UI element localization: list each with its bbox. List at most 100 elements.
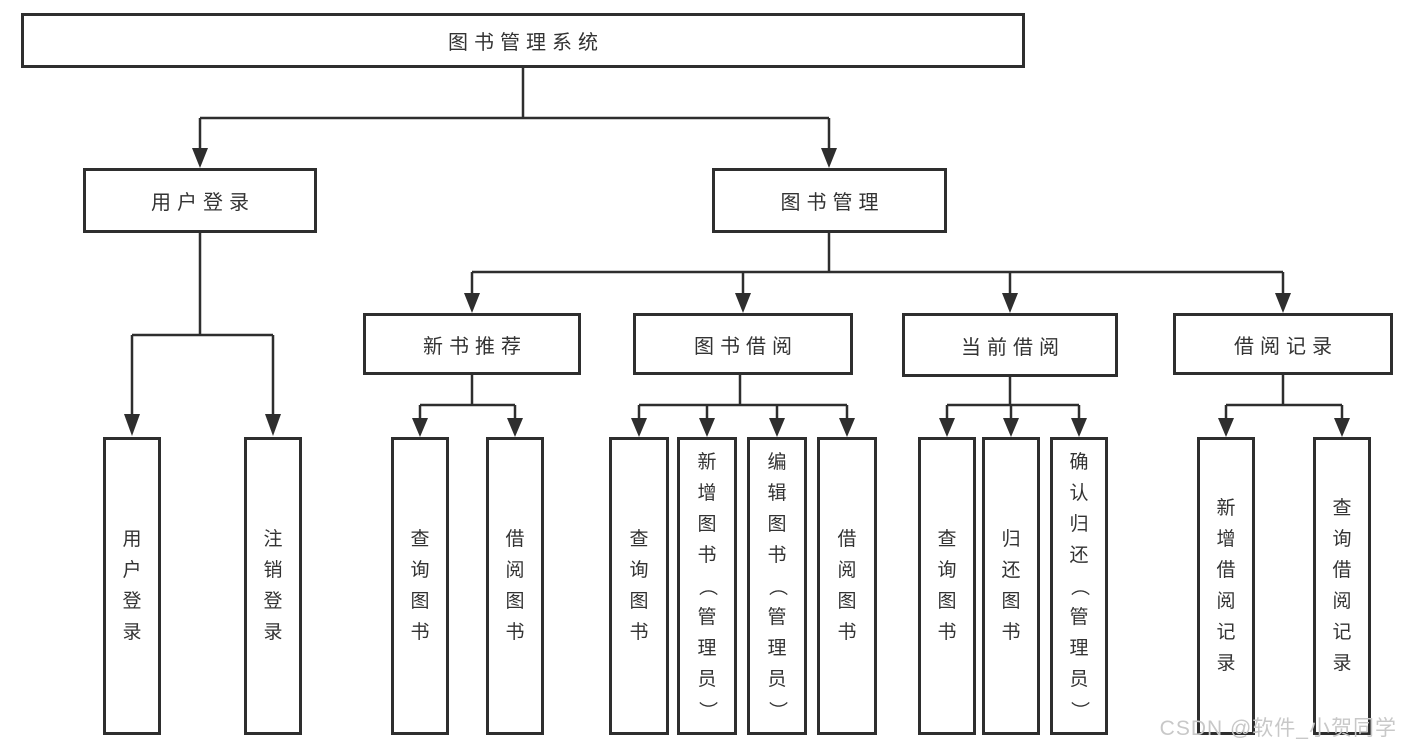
leaf-records-query-record: 查询借阅记录	[1313, 437, 1371, 735]
arrowhead-icon	[507, 418, 523, 437]
arrowhead-icon	[1275, 293, 1291, 313]
arrowhead-icon	[412, 418, 428, 437]
vertical-char: 阅	[1216, 591, 1236, 612]
vertical-char: 录	[122, 622, 142, 643]
vertical-char: 归	[1001, 529, 1021, 550]
arrowhead-icon	[769, 418, 785, 437]
connector-login-split	[124, 233, 281, 436]
arrowhead-icon	[1002, 293, 1018, 313]
vertical-char: 录	[263, 622, 283, 643]
vertical-char: 询	[629, 560, 649, 581]
leaf-borrow-query-books: 查询图书	[609, 437, 669, 735]
arrowhead-icon	[1334, 418, 1350, 437]
vertical-char: 录	[1332, 653, 1352, 674]
connector-root-split	[192, 68, 837, 168]
arrowhead-icon	[1071, 418, 1087, 437]
vertical-char: 图	[697, 513, 717, 535]
node-current-borrow: 当前借阅	[902, 313, 1118, 377]
vertical-char: 借	[1332, 560, 1352, 581]
vertical-char: （	[696, 576, 718, 596]
arrowhead-icon	[631, 418, 647, 437]
connector-newbooks-split	[412, 375, 523, 437]
node-root-system: 图书管理系统	[21, 13, 1025, 68]
vertical-char: 阅	[1332, 591, 1352, 612]
vertical-char: 图	[837, 591, 857, 612]
vertical-char: 查	[629, 529, 649, 550]
vertical-char: （	[1068, 576, 1090, 596]
vertical-char: 登	[263, 591, 283, 612]
vertical-char: 查	[937, 529, 957, 550]
vertical-char: 还	[1001, 560, 1021, 581]
vertical-char: 员	[697, 668, 717, 690]
vertical-char: 图	[937, 591, 957, 612]
vertical-char: 增	[697, 482, 717, 504]
leaf-current-return-books: 归还图书	[982, 437, 1040, 735]
vertical-char: 书	[410, 622, 430, 643]
vertical-char: 图	[505, 591, 525, 612]
vertical-char: 理	[767, 637, 787, 659]
node-new-book-recommend: 新书推荐	[363, 313, 581, 375]
vertical-char: 认	[1069, 482, 1089, 504]
arrowhead-icon	[265, 414, 281, 436]
vertical-char: 阅	[505, 560, 525, 581]
node-book-borrow: 图书借阅	[633, 313, 853, 375]
leaf-borrow-add-books-admin: 新增图书 （ 管理员 ）	[677, 437, 737, 735]
vertical-char: 用	[122, 529, 142, 550]
vertical-char: 借	[837, 529, 857, 550]
vertical-char: 新	[1216, 498, 1236, 519]
node-borrow-records: 借阅记录	[1173, 313, 1393, 375]
leaf-borrow-edit-books-admin: 编辑图书（管理员）	[747, 437, 807, 735]
vertical-char: ）	[766, 700, 788, 720]
leaf-newbooks-query-books: 查询图书	[391, 437, 449, 735]
vertical-char: 归	[1069, 513, 1089, 535]
leaf-records-add-record: 新增借阅记录	[1197, 437, 1255, 735]
arrowhead-icon	[735, 293, 751, 313]
vertical-char: 管	[697, 606, 717, 628]
vertical-char: 管	[1069, 606, 1089, 628]
vertical-char: 借	[505, 529, 525, 550]
vertical-char: 户	[122, 560, 142, 581]
csdn-watermark: CSDN @软件_小贺同学	[1159, 717, 1397, 740]
vertical-char: 登	[122, 591, 142, 612]
vertical-char: 书	[937, 622, 957, 643]
vertical-char: 书	[1001, 622, 1021, 643]
arrowhead-icon	[192, 148, 208, 168]
vertical-char: 书	[767, 544, 787, 566]
vertical-char: 确	[1069, 451, 1089, 473]
vertical-char: 图	[410, 591, 430, 612]
connector-bookborrow-split	[631, 375, 855, 437]
vertical-char: 理	[1069, 637, 1089, 659]
connector-records-split	[1218, 375, 1350, 437]
arrowhead-icon	[124, 414, 140, 436]
connector-current-split	[939, 377, 1087, 437]
vertical-char: 理	[697, 637, 717, 659]
vertical-char: 图	[767, 513, 787, 535]
vertical-char: 新	[697, 451, 717, 473]
leaf-user-login: 用户登录	[103, 437, 161, 735]
vertical-char: （	[766, 576, 788, 596]
arrowhead-icon	[1218, 418, 1234, 437]
vertical-char: ）	[696, 700, 718, 720]
vertical-char: 图	[629, 591, 649, 612]
arrowhead-icon	[939, 418, 955, 437]
leaf-current-query-books: 查询图书	[918, 437, 976, 735]
vertical-char: ）	[1068, 700, 1090, 720]
vertical-char: 销	[263, 560, 283, 581]
vertical-char: 书	[629, 622, 649, 643]
vertical-char: 还	[1069, 544, 1089, 566]
vertical-char: 询	[410, 560, 430, 581]
vertical-char: 员	[1069, 668, 1089, 690]
arrowhead-icon	[1003, 418, 1019, 437]
leaf-borrow-borrow-books: 借阅图书	[817, 437, 877, 735]
vertical-char: 员	[767, 668, 787, 690]
arrowhead-icon	[821, 148, 837, 168]
node-book-management: 图书管理	[712, 168, 947, 233]
vertical-char: 编	[767, 451, 787, 473]
vertical-char: 询	[1332, 529, 1352, 550]
vertical-char: 录	[1216, 653, 1236, 674]
vertical-char: 询	[937, 560, 957, 581]
vertical-char: 记	[1216, 622, 1236, 643]
vertical-char: 注	[263, 529, 283, 550]
vertical-char: 书	[697, 544, 717, 566]
